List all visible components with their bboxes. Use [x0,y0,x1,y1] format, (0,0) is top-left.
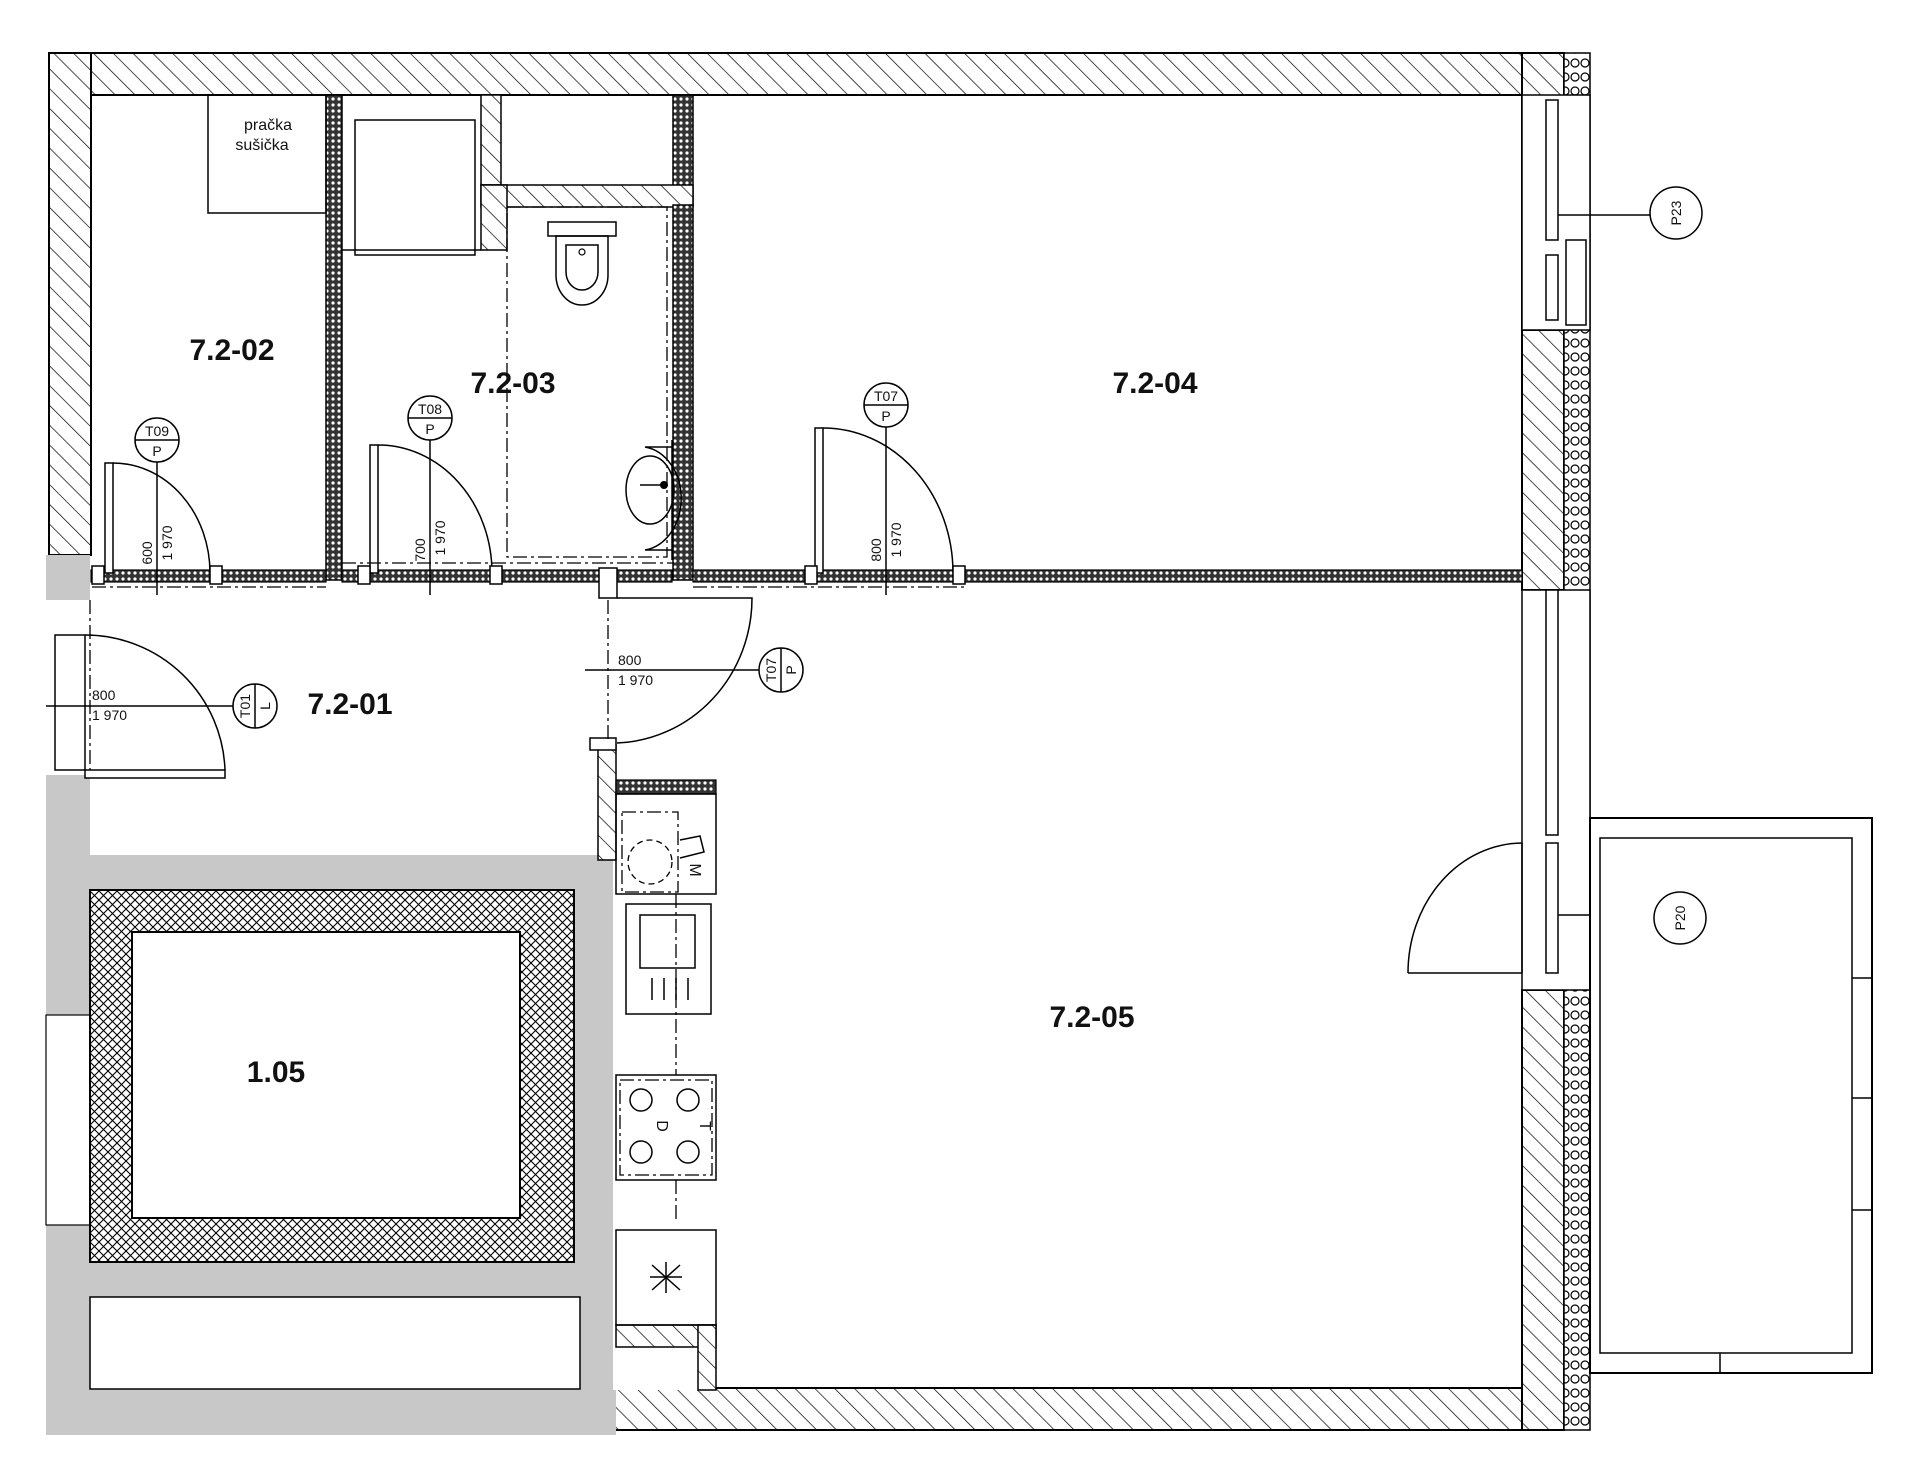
sink-drain-icon [650,1262,682,1293]
interior-walls [90,94,1523,1391]
room-label-7-2-01: 7.2-01 [307,688,392,721]
kitchen-line: M D T [615,793,717,1326]
balcony [1589,817,1873,1374]
stair-core [45,555,716,1435]
room-label-1-05: 1.05 [247,1056,305,1089]
door-width-t01: 800 [92,687,116,703]
door-code-t07-kitchen: T07 [763,658,779,682]
cooktop-symbol: T [696,1121,713,1131]
dryer-label: sušička [235,137,288,154]
door-code-t07-room-04: T07 [874,388,898,404]
door-width-t07-room-04: 800 [868,538,884,562]
door-height-t08: 1 970 [432,520,448,555]
room-label-7-2-03: 7.2-03 [470,367,555,400]
door-code-t08: T08 [418,401,442,417]
door-type-t01: L [257,702,273,710]
door-height-t09: 1 970 [159,525,175,560]
door-code-t09: T09 [145,423,169,439]
door-height-t07-kitchen: 1 970 [618,672,653,688]
door-height-t01: 1 970 [92,707,127,723]
dishwasher-symbol: D [653,1120,670,1132]
doors [46,418,1523,974]
bathroom-fixtures [342,119,682,560]
washer-label: pračka [244,117,292,134]
room-labels: 7.2-02 7.2-03 7.2-04 7.2-01 7.2-05 1.05 [189,334,1197,1089]
door-width-t08: 700 [412,538,428,562]
door-type-t07-kitchen: P [783,665,799,674]
window-tag-p20: P20 [1672,905,1688,930]
door-width-t09: 600 [139,541,155,565]
microwave-symbol: M [686,863,703,876]
room-label-7-2-05: 7.2-05 [1049,1001,1134,1034]
room-label-7-2-02: 7.2-02 [189,334,274,367]
toilet-icon [547,221,617,306]
room-label-7-2-04: 7.2-04 [1112,367,1197,400]
door-width-t07-kitchen: 800 [618,652,642,668]
door-tags: T09 P 600 1 970 T08 P 700 1 970 T07 P 80… [92,382,909,729]
door-type-t07-room-04: P [881,408,890,424]
washer-dryer: pračka sušička [207,94,327,214]
sink-icon [625,440,682,560]
door-type-t09: P [152,443,161,459]
door-code-t01: T01 [237,694,253,718]
windows [1545,99,1655,974]
window-tags: P23 P20 [1649,186,1707,945]
door-type-t08: P [425,421,434,437]
door-height-t07-room-04: 1 970 [888,522,904,557]
window-tag-p23: P23 [1668,200,1684,225]
